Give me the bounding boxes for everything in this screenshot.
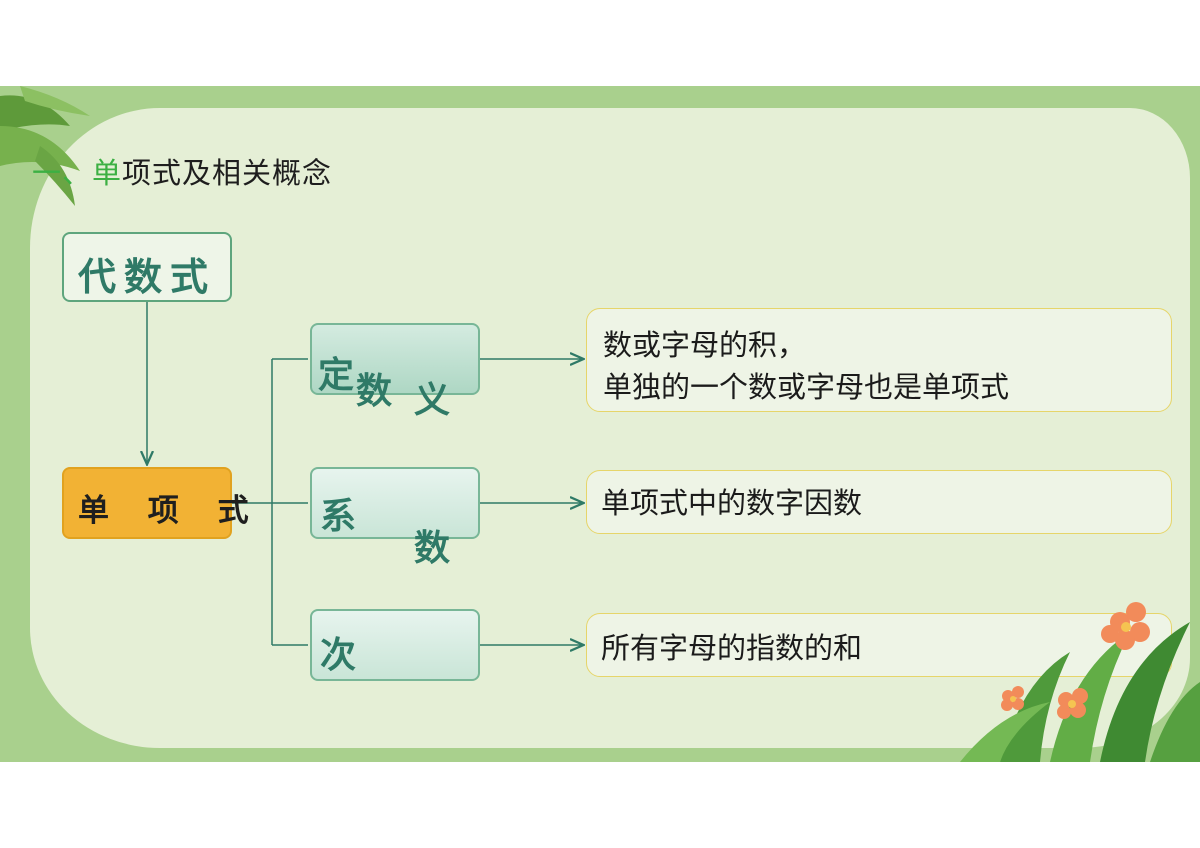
node-coefficient bbox=[310, 467, 480, 539]
node-monomial: 单 项 式 bbox=[62, 467, 249, 539]
node-algebraic-expression-label: 代数式 bbox=[78, 255, 217, 299]
description-degree: 所有字母的指数的和 bbox=[586, 613, 1172, 677]
title-highlight: 单 bbox=[92, 156, 123, 190]
description-coefficient-text: 单项式中的数字因数 bbox=[601, 486, 863, 520]
title-text: 项式及相关概念 bbox=[122, 156, 333, 190]
title-number: 一、 bbox=[32, 156, 93, 190]
description-degree-text: 所有字母的指数的和 bbox=[601, 631, 863, 665]
description-coefficient: 单项式中的数字因数 bbox=[586, 470, 1172, 534]
page-title: 一、单项式及相关概念 bbox=[32, 150, 332, 192]
node-definition bbox=[310, 323, 480, 395]
node-degree bbox=[310, 609, 480, 681]
description-definition-line2: 单独的一个数或字母也是单项式 bbox=[603, 370, 1010, 404]
node-algebraic-expression: 代数式 bbox=[62, 232, 232, 302]
leaf-decoration-icon bbox=[0, 86, 90, 206]
node-definition-char3: 义 bbox=[414, 380, 451, 421]
node-degree-char1: 次 bbox=[320, 635, 357, 676]
node-definition-char1: 定 bbox=[318, 355, 355, 396]
node-monomial-label: 单 项 式 bbox=[78, 493, 263, 529]
description-definition-line1: 数或字母的积， bbox=[603, 328, 807, 362]
node-coefficient-char1: 系 bbox=[320, 496, 357, 537]
node-definition-char2: 数 bbox=[356, 371, 393, 412]
slide: 一、单项式及相关概念 bbox=[0, 86, 1200, 762]
node-coefficient-char2: 数 bbox=[414, 528, 451, 569]
description-definition: 数或字母的积， 单独的一个数或字母也是单项式 bbox=[586, 308, 1172, 412]
flower-grass-decoration-icon bbox=[960, 602, 1200, 762]
